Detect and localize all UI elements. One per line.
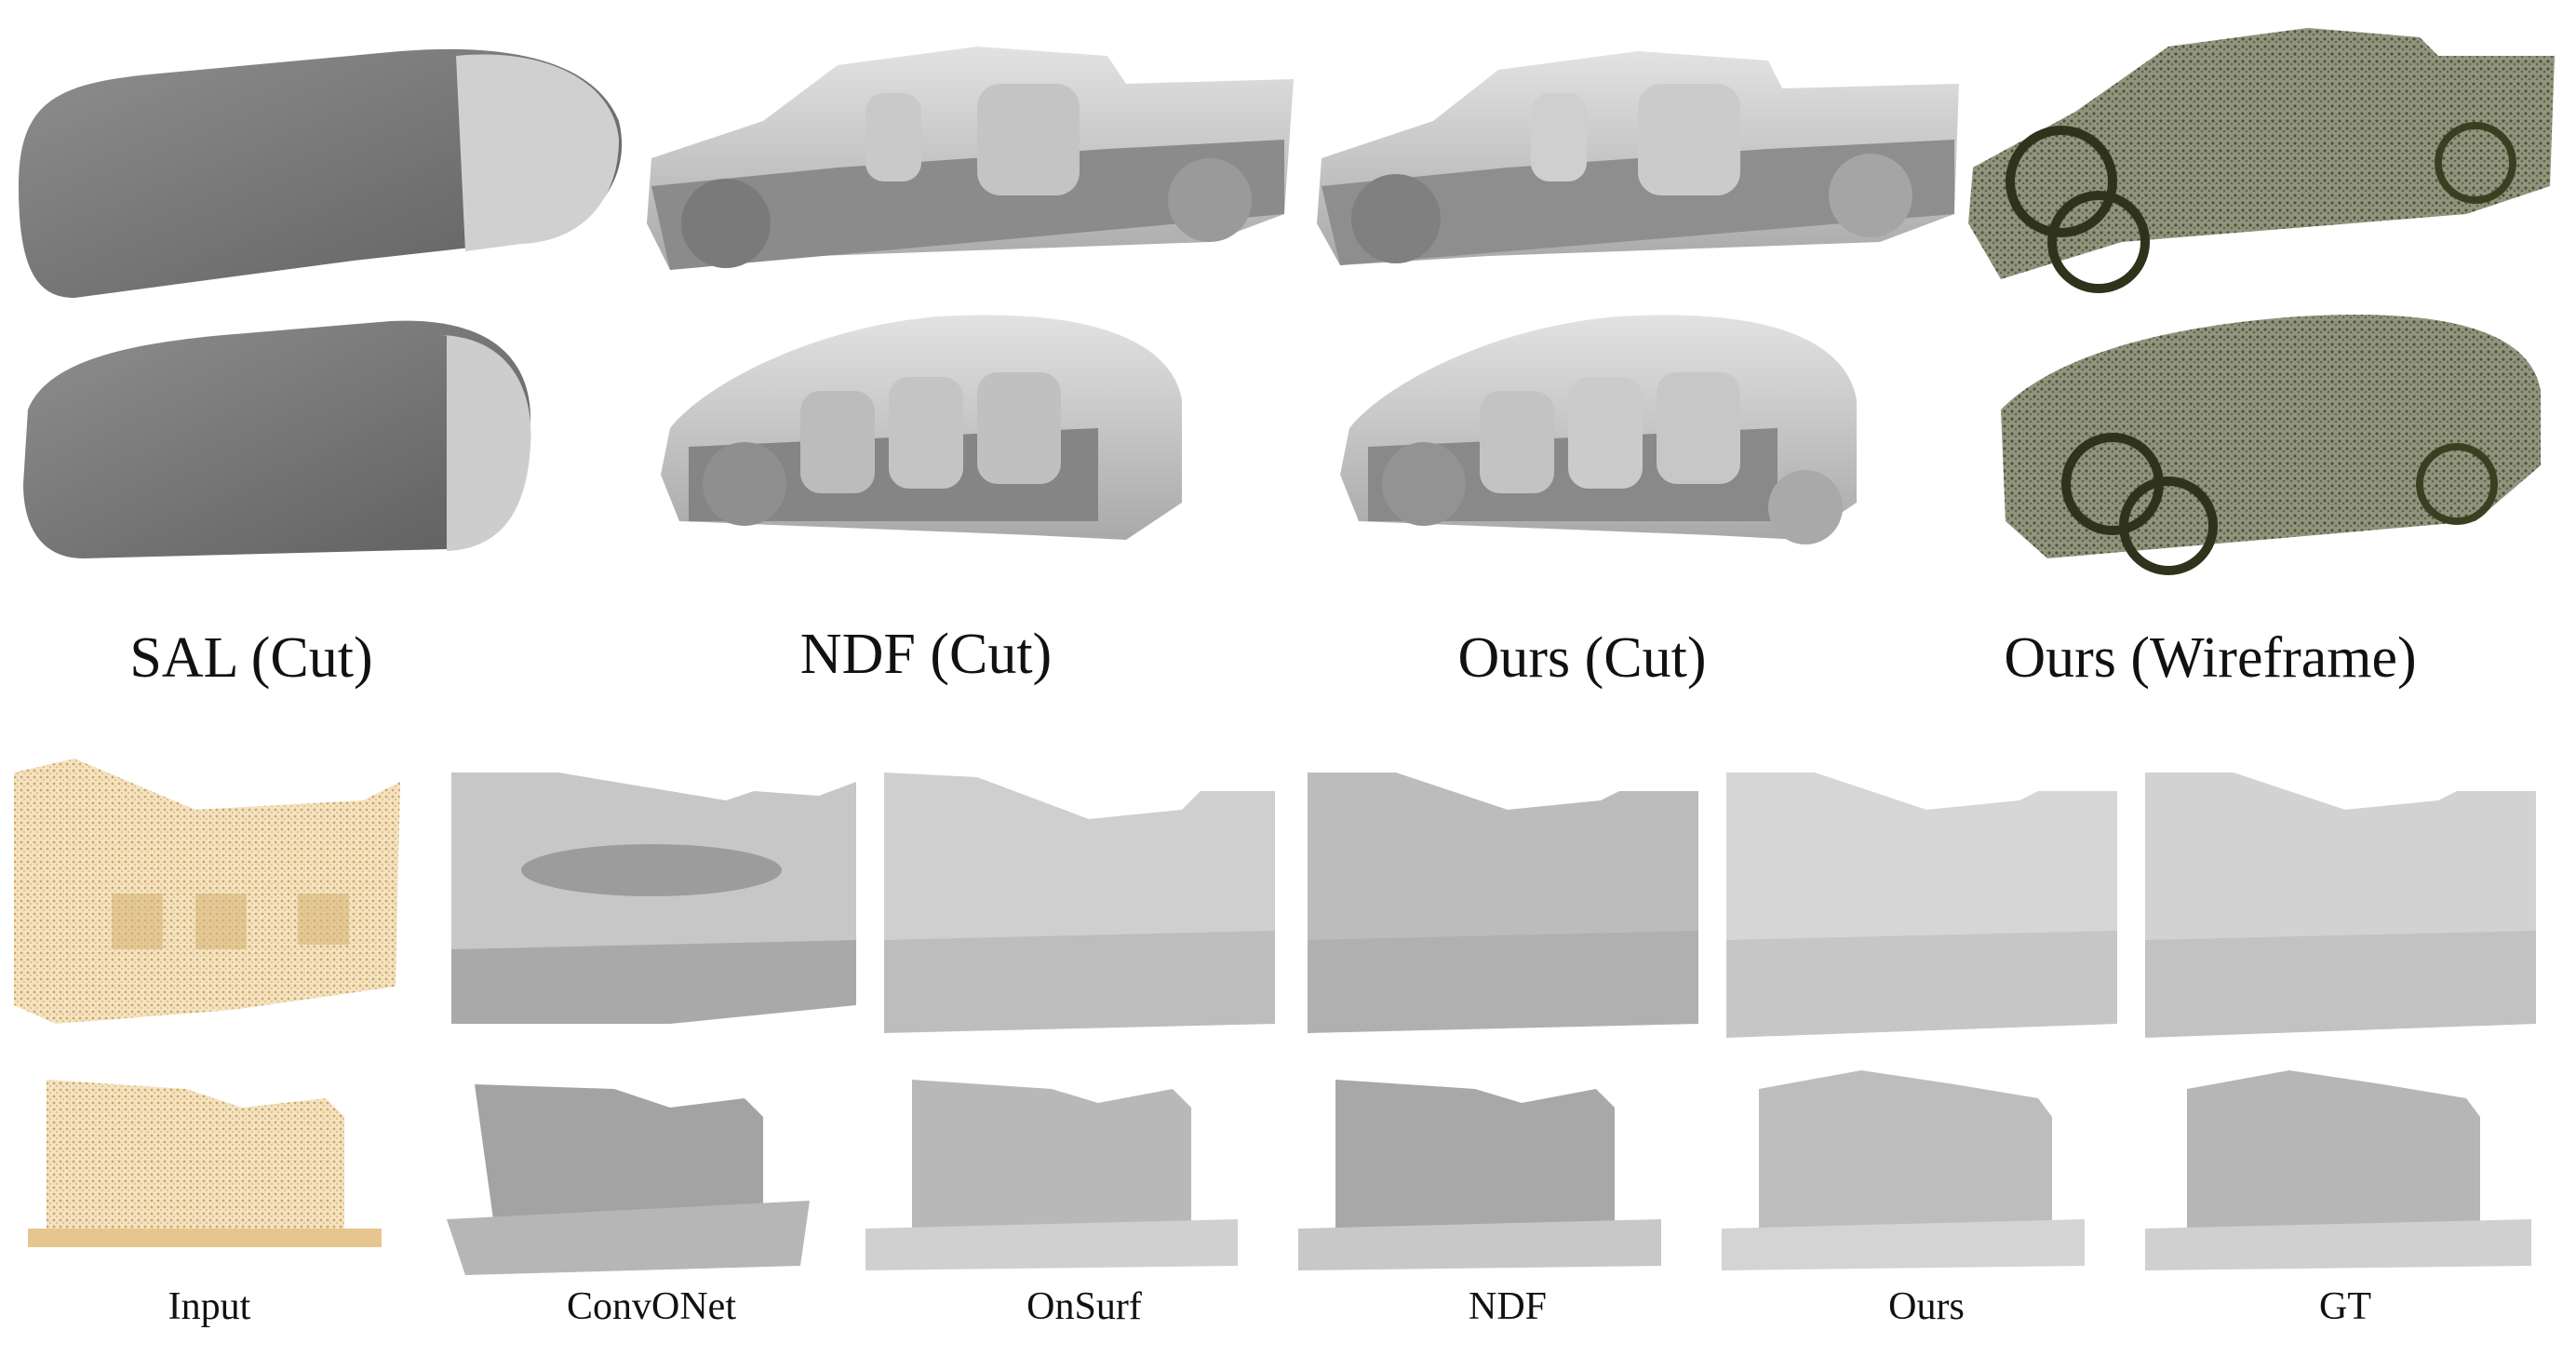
convonet-label: ConvONet [567, 1285, 736, 1328]
onsurf-room-render [884, 773, 1275, 1033]
ours-room-render [1726, 773, 2117, 1038]
input-label: Input [168, 1285, 251, 1328]
input-building-pointcloud [28, 1080, 382, 1247]
ours-wireframe-label: Ours (Wireframe) [2004, 626, 2417, 690]
convonet-building-render [447, 1084, 810, 1275]
ours-label: Ours [1888, 1285, 1965, 1328]
ours-wireframe-truck-render [1968, 28, 2555, 293]
ours-building-render [1722, 1070, 2085, 1270]
sal-cut-truck-render [19, 48, 623, 298]
ours-cut-label: Ours (Cut) [1457, 626, 1707, 690]
onsurf-label: OnSurf [1026, 1285, 1142, 1328]
gt-room-render [2145, 773, 2536, 1038]
ours-cut-minivan-render [1340, 315, 1857, 544]
ours-cut-truck-render [1317, 51, 1959, 265]
ndf-cut-truck-render [647, 47, 1294, 270]
sal-cut-minivan-render [23, 320, 531, 558]
gt-building-render [2145, 1070, 2531, 1270]
ndf-cut-label: NDF (Cut) [799, 623, 1053, 686]
ndf-room-render [1308, 773, 1698, 1033]
ours-wireframe-minivan-render [2001, 315, 2541, 575]
sal-cut-label: SAL (Cut) [129, 626, 373, 690]
ndf-building-render [1298, 1080, 1661, 1270]
convonet-room-render [451, 773, 856, 1024]
ndf-cut-minivan-render [661, 315, 1182, 540]
onsurf-building-render [865, 1080, 1238, 1270]
input-room-pointcloud [14, 759, 400, 1024]
ndf-label: NDF [1468, 1285, 1548, 1328]
gt-label: GT [2319, 1285, 2371, 1328]
